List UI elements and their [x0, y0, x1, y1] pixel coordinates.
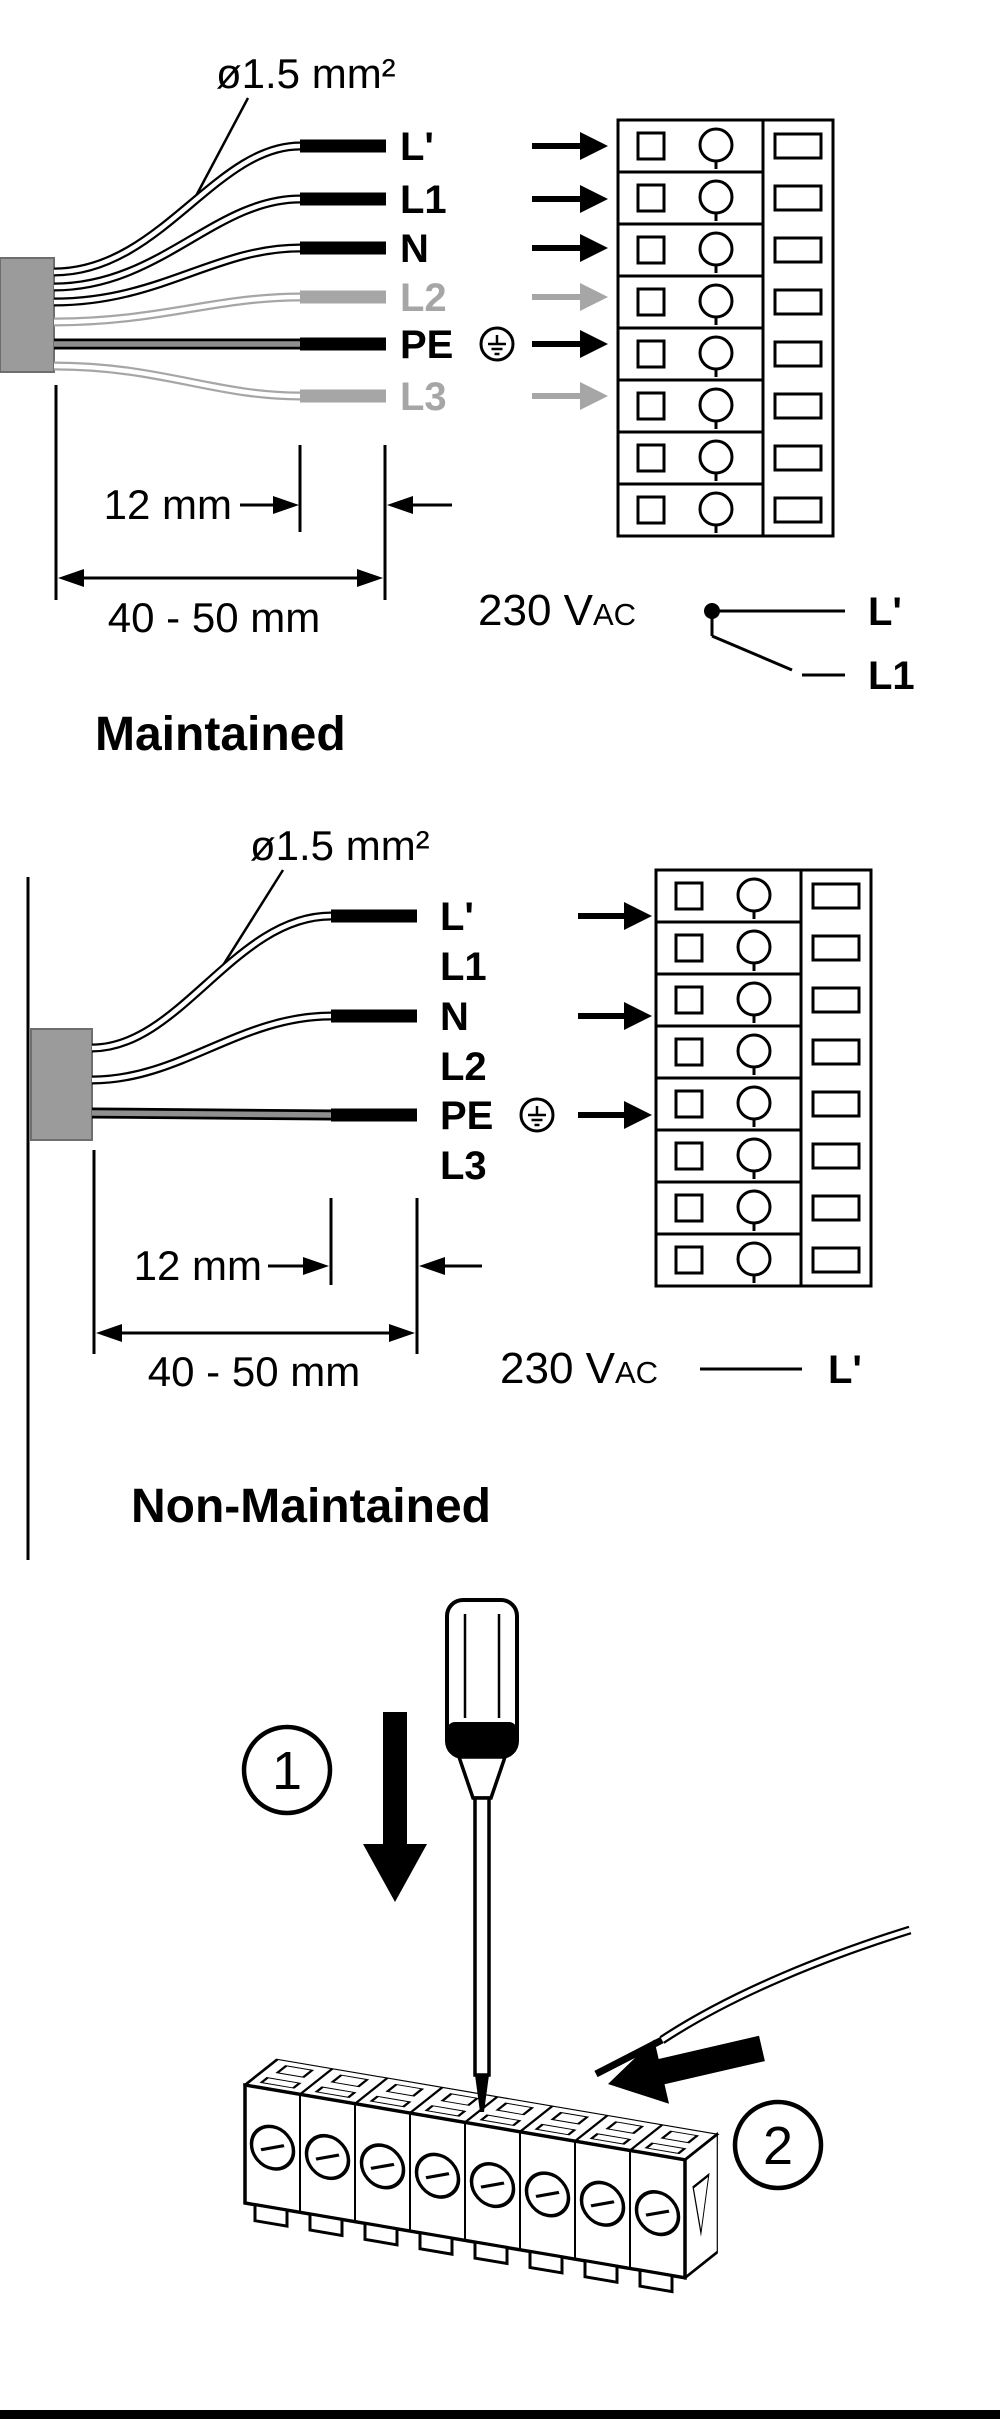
step-1-number: 1	[272, 1741, 302, 1801]
maintained-section: ø1.5 mm²	[0, 50, 915, 761]
wire-l3	[53, 361, 386, 403]
wire-label-l1: L1	[400, 178, 447, 222]
cable-sleeve	[30, 1028, 93, 1141]
wire-gauge-label: ø1.5 mm²	[216, 50, 396, 97]
terminal-block-maintained	[616, 118, 835, 538]
section-title-non-maintained: Non-Maintained	[131, 1480, 491, 1533]
step-1-badge: 1	[241, 1724, 333, 1816]
overall-length-dimension: 40 - 50 mm	[96, 1324, 415, 1395]
wire-gauge-label: ø1.5 mm²	[250, 822, 430, 869]
wire-l-prime	[53, 139, 386, 277]
wire-label-l2: L2	[400, 276, 447, 320]
bottom-border-bar	[0, 2410, 1000, 2419]
latch-cutout	[692, 2172, 710, 2237]
installation-section: 1 2	[241, 1598, 912, 2294]
wire-label-n: N	[440, 995, 469, 1039]
supply-voltage-label: 230 VAC	[500, 1344, 658, 1393]
wire-l-prime	[91, 909, 417, 1053]
earth-icon	[479, 326, 515, 362]
connector-front-face	[243, 2082, 687, 2294]
step-2-badge: 2	[732, 2099, 824, 2191]
wire-label-pe: PE	[440, 1094, 493, 1138]
wire-n	[91, 1009, 417, 1085]
supply-voltage-label: 230 VAC	[478, 586, 636, 635]
insert-wire-arrow-icon	[608, 2035, 765, 2104]
insert-arrows	[578, 902, 652, 1129]
wire-label-pe: PE	[400, 323, 453, 367]
strip-length-label: 12 mm	[134, 1242, 262, 1289]
insert-arrows	[532, 132, 608, 410]
wire-label-l2: L2	[440, 1045, 487, 1089]
wire-label-l3: L3	[440, 1144, 487, 1188]
overall-length-dimension: 40 - 50 mm	[58, 569, 383, 641]
leader-line	[213, 869, 285, 979]
wire-label-l3: L3	[400, 375, 447, 419]
step-2-number: 2	[763, 2116, 793, 2176]
wire-n	[53, 241, 386, 307]
switched-line-label: L1	[868, 654, 915, 698]
supply-circuit-non-maintained: 230 VAC L'	[500, 1344, 862, 1393]
wire-label-n: N	[400, 227, 429, 271]
wire-label-l-prime: L'	[440, 895, 474, 939]
wire-pe	[91, 1107, 417, 1122]
leader-line	[194, 97, 250, 197]
wire-l2	[53, 290, 386, 327]
permanent-line-label: L'	[828, 1348, 862, 1392]
screwdriver	[445, 1598, 519, 2112]
section-title-maintained: Maintained	[95, 708, 346, 761]
strip-length-dimension: 12 mm	[104, 481, 452, 528]
wire-label-l1: L1	[440, 945, 487, 989]
supply-circuit-maintained: 230 VAC L' L1	[478, 586, 915, 698]
earth-icon	[519, 1097, 555, 1133]
push-down-arrow-icon	[363, 1712, 427, 1902]
non-maintained-section: ø1.5 mm² L' L1 N L2 PE L3	[26, 822, 873, 1560]
permanent-line-label: L'	[868, 590, 902, 634]
wire-label-l-prime: L'	[400, 125, 434, 169]
overall-length-label: 40 - 50 mm	[108, 594, 320, 641]
switch-blade	[711, 634, 793, 672]
strip-length-dimension: 12 mm	[134, 1242, 482, 1289]
connector-side-face	[684, 2131, 718, 2281]
terminal-block-non-maintained	[654, 868, 873, 1288]
wire-l1	[53, 192, 386, 292]
cable-sleeve	[0, 257, 55, 373]
strip-length-label: 12 mm	[104, 481, 232, 528]
overall-length-label: 40 - 50 mm	[148, 1348, 360, 1395]
